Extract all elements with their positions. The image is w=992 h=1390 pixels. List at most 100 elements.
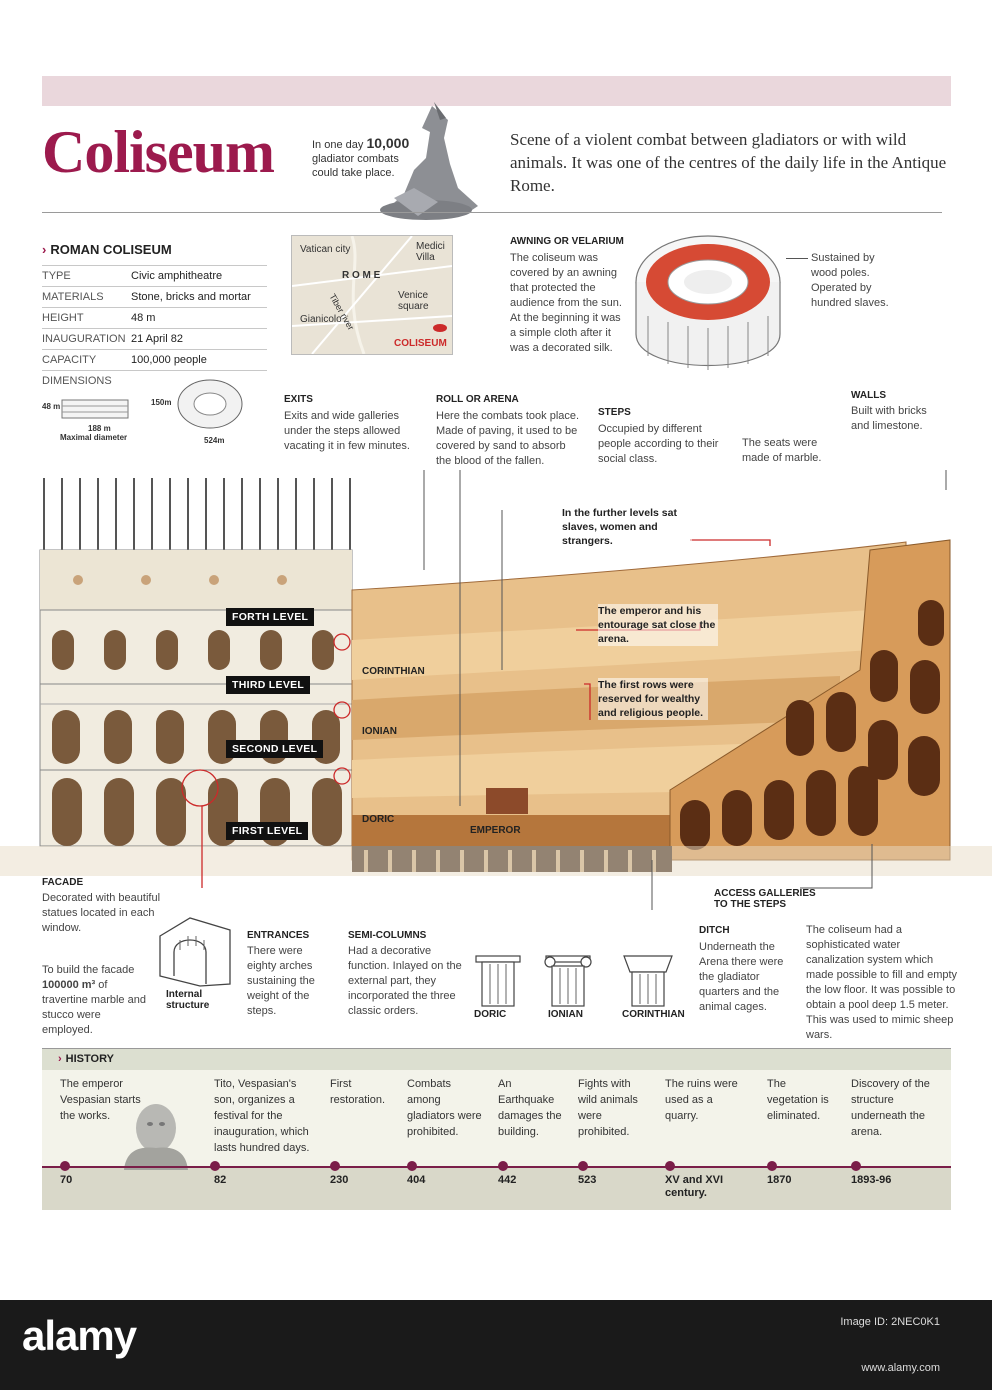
first-rows-note: The first rows were reserved for wealthy… (598, 678, 708, 720)
history-header: ›HISTORY (42, 1048, 951, 1071)
history-event: First restoration. (330, 1078, 386, 1106)
column-orders-illustration (475, 955, 673, 1007)
semicolumns-title: SEMI-COLUMNS (348, 930, 427, 941)
ditch-title: DITCH (699, 925, 730, 936)
timeline-dot (851, 1161, 861, 1171)
rome-map: Vatican city Medici Villa R O M E Tiber … (291, 235, 453, 355)
history-timeline (42, 1166, 951, 1168)
build-prefix: To build the facade (42, 964, 135, 976)
internal-structure-diagram (159, 917, 231, 987)
facade-title: FACADE (42, 877, 84, 888)
timeline-dot (330, 1161, 340, 1171)
map-label-medici: Medici Villa (416, 241, 445, 263)
watermark-url: www.alamy.com (861, 1362, 940, 1374)
history-title: ›HISTORY (58, 1053, 114, 1065)
ellipse-plan-icon (177, 379, 243, 429)
map-label-gianicolo: Gianicolo (300, 314, 342, 325)
map-streets (292, 236, 452, 354)
timeline-dot (665, 1161, 675, 1171)
history-years-band (42, 1168, 951, 1210)
history-event: The vegetation is eliminated. (767, 1078, 829, 1122)
water-system-text: The coliseum had a sophisticated water c… (806, 924, 958, 1041)
history-year: 1893-96 (851, 1174, 892, 1186)
history-year: 1870 (767, 1174, 792, 1186)
entrances-title: ENTRANCES (247, 930, 310, 941)
exits-text: Exits and wide galleries under the steps… (284, 410, 410, 452)
top-banner (42, 76, 951, 106)
info-key: CAPACITY (42, 354, 97, 366)
map-label-venice: Venice square (398, 290, 429, 312)
seats-text: The seats were made of marble. (742, 437, 822, 464)
info-key: DIMENSIONS (42, 375, 112, 387)
history-event: Combats among gladiators were prohibited… (407, 1078, 482, 1138)
header-divider (42, 212, 942, 213)
arena-text: Here the combats took place. Made of pav… (436, 410, 580, 467)
awning-title: AWNING OR VELARIUM (510, 236, 624, 247)
history-year: 404 (407, 1174, 426, 1186)
history-event: The emperor Vespasian starts the works. (60, 1078, 141, 1122)
dim-diameter-caption: Maximal diameter (60, 433, 128, 442)
combat-note-prefix: In one day (312, 139, 364, 151)
gladiator-illustration (380, 102, 478, 220)
dim-height-label: 48 m (42, 402, 61, 411)
info-key: INAUGURATION (42, 333, 126, 345)
info-row: CAPACITY 100,000 people (42, 349, 267, 371)
corinthian-column-label: CORINTHIAN (622, 1009, 685, 1020)
emperor-label: EMPEROR (470, 825, 521, 836)
watermark-logo: alamy (22, 1312, 137, 1359)
info-title-text: ROMAN COLISEUM (50, 242, 172, 257)
combat-note: In one day 10,000 gladiator combats coul… (312, 136, 422, 180)
first-level-tag: FIRST LEVEL (226, 822, 309, 840)
history-event: Tito, Vespasian's son, organizes a festi… (214, 1078, 310, 1154)
ionian-label: IONIAN (362, 726, 397, 737)
emperor-close-note: The emperor and his entourage sat close … (598, 604, 718, 646)
map-label-rome: R O M E (342, 270, 381, 281)
corinthian-label: CORINTHIAN (362, 666, 425, 677)
ionian-column-label: IONIAN (548, 1009, 583, 1020)
history-year: XV and XVI century. (665, 1174, 724, 1199)
intro-text: Scene of a violent combat between gladia… (510, 130, 947, 195)
timeline-dot (498, 1161, 508, 1171)
build-number: 100000 m³ (42, 979, 96, 991)
walls-title: WALLS (851, 390, 886, 401)
coliseum-cross-section-illustration (0, 470, 992, 910)
info-value: Civic amphitheatre (131, 270, 223, 282)
history-year: 442 (498, 1174, 517, 1186)
history-year: 82 (214, 1174, 227, 1186)
info-row: TYPE Civic amphitheatre (42, 265, 267, 287)
info-value: 100,000 people (131, 354, 207, 366)
forth-level-tag: FORTH LEVEL (226, 608, 315, 626)
combat-note-number: 10,000 (366, 135, 410, 151)
exits-title: EXITS (284, 394, 313, 405)
watermark-image-id: Image ID: 2NEC0K1 (840, 1316, 940, 1328)
third-level-tag: THIRD LEVEL (226, 676, 311, 694)
page-title: Coliseum (42, 119, 275, 185)
info-title: ›ROMAN COLISEUM (42, 242, 172, 257)
doric-column-label: DORIC (474, 1009, 507, 1020)
timeline-dot (210, 1161, 220, 1171)
watermark-footer: alamy Image ID: 2NEC0K1 www.alamy.com (0, 1300, 992, 1390)
history-year: 70 (60, 1174, 73, 1186)
history-event: Discovery of the structure underneath th… (851, 1078, 930, 1138)
steps-text: Occupied by different people according t… (598, 423, 719, 465)
chevron-right-icon: › (42, 242, 47, 257)
access-galleries-label: ACCESS GALLERIES TO THE STEPS (714, 888, 816, 910)
chevron-right-icon: › (58, 1053, 62, 1065)
vespasian-bust-illustration (124, 1104, 188, 1170)
awning-leader-line (786, 258, 808, 259)
history-event: An Earthquake damages the building. (498, 1078, 562, 1138)
arena-title: ROLL OR ARENA (436, 394, 519, 405)
info-key: TYPE (42, 270, 71, 282)
history-title-text: HISTORY (65, 1053, 114, 1065)
doric-label: DORIC (362, 814, 395, 825)
history-event: The ruins were used as a quarry. (665, 1078, 738, 1122)
info-key: HEIGHT (42, 312, 84, 324)
entrances-text: There were eighty arches sustaining the … (247, 945, 315, 1017)
facade-text: Decorated with beautiful statues located… (42, 892, 161, 934)
history-year: 523 (578, 1174, 597, 1186)
awning-text: The coliseum was covered by an awning th… (510, 252, 622, 354)
internal-structure-label: Internal structure (166, 989, 210, 1011)
combat-note-suffix: gladiator combats could take place. (312, 153, 399, 179)
build-suffix: of travertine marble and stucco were emp… (42, 979, 146, 1036)
